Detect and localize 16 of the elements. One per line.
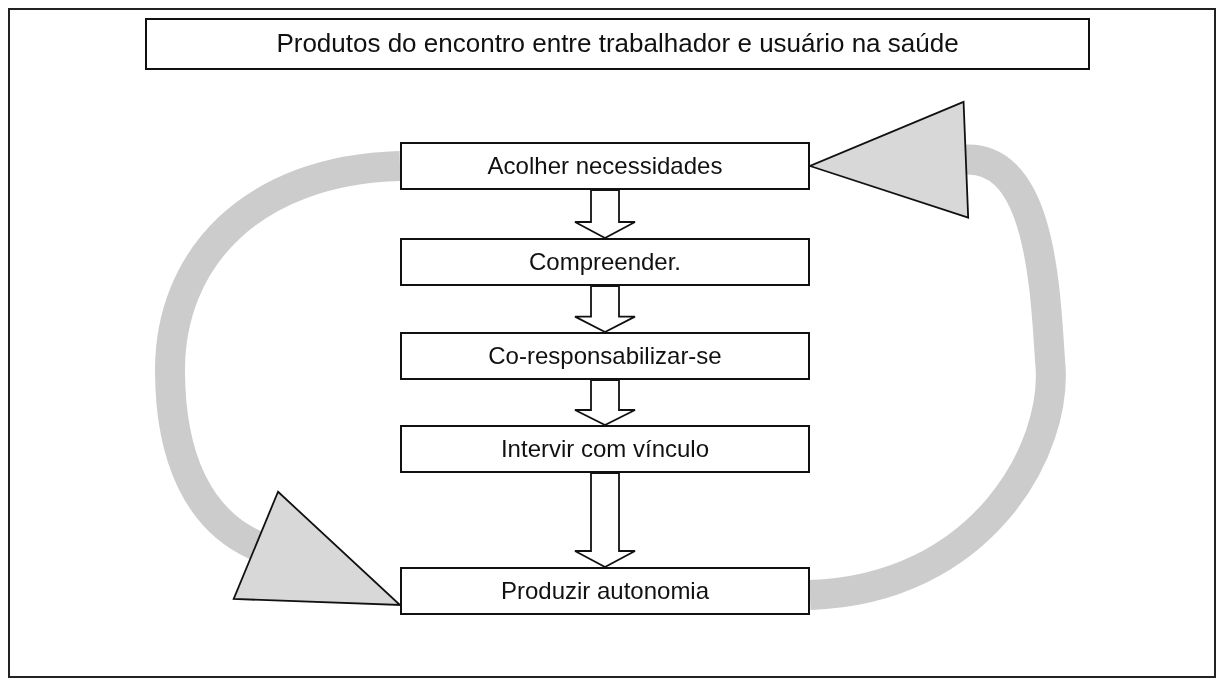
block-arrow xyxy=(574,379,636,426)
box-label: Compreender. xyxy=(527,248,683,276)
box-label: Intervir com vínculo xyxy=(499,435,711,463)
box-label: Produzir autonomia xyxy=(499,577,711,605)
process-box xyxy=(400,567,810,615)
block-arrow xyxy=(574,189,636,239)
process-box xyxy=(400,332,810,380)
box-label: Acolher necessidades xyxy=(486,152,724,180)
box-label: Co-responsabilizar-se xyxy=(487,342,723,370)
process-box xyxy=(400,238,810,286)
block-arrow xyxy=(574,285,636,333)
process-box xyxy=(400,142,810,190)
block-arrow xyxy=(574,472,636,568)
process-box xyxy=(400,425,810,473)
process-box xyxy=(145,18,1090,70)
box-label: Produtos do encontro entre trabalhador e usuário na saúde xyxy=(275,29,960,59)
